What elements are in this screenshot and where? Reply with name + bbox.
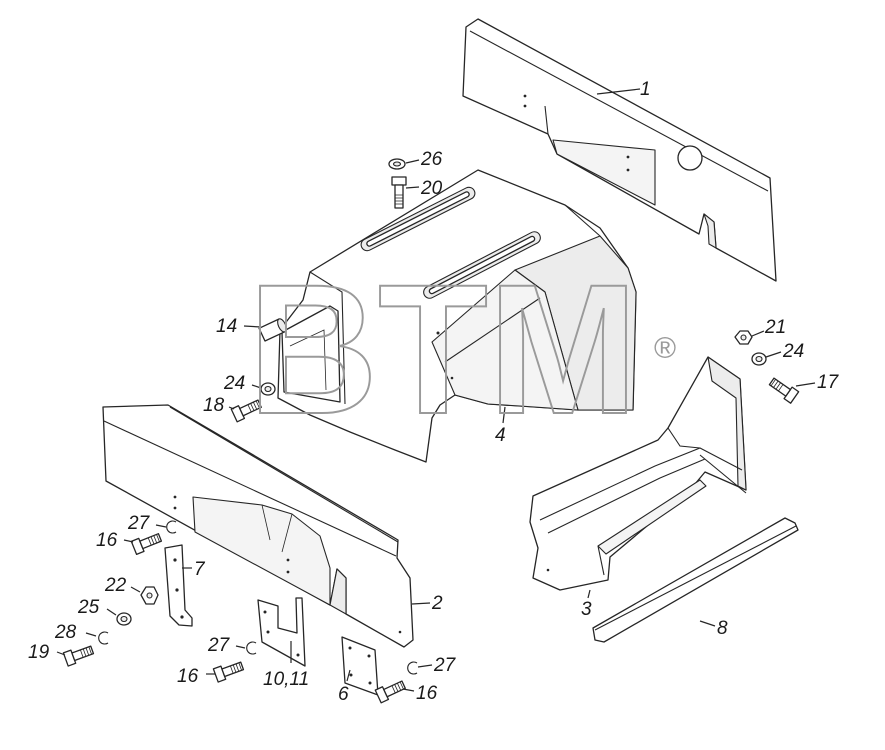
callout-10-11: 10,11 <box>263 669 309 690</box>
spring-washer-28 <box>98 631 109 645</box>
leader-line-27-bottom <box>235 645 246 649</box>
leader-line-4 <box>502 406 506 424</box>
washer-25 <box>116 612 132 626</box>
part-10-11-bracket <box>257 597 306 667</box>
callout-8: 8 <box>717 618 728 639</box>
washer-24-left <box>260 382 276 396</box>
bolt-16-bottom <box>212 661 245 683</box>
part-3-side-panel <box>529 356 747 591</box>
callout-26: 26 <box>420 149 443 170</box>
leader-line-18 <box>228 406 235 410</box>
leader-line-1 <box>596 88 641 95</box>
bolt-19 <box>62 645 95 667</box>
callout-6: 6 <box>338 684 349 705</box>
callout-20: 20 <box>420 178 443 199</box>
leader-line-24-right <box>765 351 782 358</box>
callout-22: 22 <box>104 575 127 596</box>
leader-lines <box>56 88 816 692</box>
leader-line-16-left <box>123 539 134 543</box>
leader-line-17 <box>795 382 816 387</box>
registered-mark: ® <box>654 332 676 365</box>
watermark: BTM ® <box>247 246 676 454</box>
callout-18: 18 <box>203 395 225 416</box>
leader-line-24-left <box>251 384 262 389</box>
callout-21: 21 <box>764 317 786 338</box>
leader-line-3 <box>587 589 591 599</box>
spring-washer-27-left <box>166 520 177 534</box>
callout-2: 2 <box>431 593 443 614</box>
leader-line-6 <box>346 669 351 682</box>
callout-28: 28 <box>54 622 77 643</box>
washer-24-right <box>751 352 767 366</box>
callout-1: 1 <box>640 79 651 100</box>
part-2-front-panel <box>102 404 414 648</box>
cover-slot-upper <box>360 186 476 252</box>
leader-line-14 <box>243 325 262 328</box>
leader-line-26 <box>405 159 420 164</box>
callout-7: 7 <box>194 559 206 580</box>
callout-16-right: 16 <box>416 683 438 704</box>
leader-line-16-right <box>402 688 415 692</box>
bolt-17 <box>768 377 800 404</box>
callout-24-left: 24 <box>223 373 245 394</box>
part-1-side-panel <box>462 18 777 282</box>
bolt-18 <box>230 399 262 423</box>
sleeve-14 <box>258 318 287 342</box>
leader-line-25 <box>106 608 117 616</box>
leader-line-8 <box>699 620 716 627</box>
cover-slot-lower <box>423 231 541 299</box>
callout-16-left: 16 <box>96 530 118 551</box>
leader-line-21 <box>751 330 765 337</box>
bolt-20 <box>391 176 407 209</box>
spring-washer-27-right <box>407 661 418 675</box>
callout-17: 17 <box>817 372 840 393</box>
part-8-plank <box>592 517 799 643</box>
callout-14: 14 <box>216 316 237 337</box>
part-4-cover <box>277 169 637 463</box>
leader-line-28 <box>85 632 97 637</box>
washer-26 <box>388 158 406 170</box>
bolt-16-left <box>130 533 163 556</box>
callout-16-bottom: 16 <box>177 666 199 687</box>
bolt-16-right <box>374 680 406 704</box>
callout-25: 25 <box>77 597 100 618</box>
leader-line-20 <box>405 186 420 189</box>
leader-line-27-right <box>417 664 433 668</box>
callout-27-bottom: 27 <box>207 635 231 656</box>
watermark-text: BTM <box>248 247 638 453</box>
callout-24-right: 24 <box>782 341 804 362</box>
nut-22 <box>140 586 159 605</box>
callout-3: 3 <box>581 599 592 620</box>
leader-line-19 <box>56 651 66 656</box>
callout-19: 19 <box>28 642 50 663</box>
callout-27-right: 27 <box>433 655 457 676</box>
leader-line-27-left <box>155 524 167 528</box>
leader-line-2 <box>411 602 431 605</box>
nut-21 <box>734 330 753 345</box>
leader-line-22 <box>130 586 141 593</box>
part-7-strap <box>164 544 193 627</box>
callout-labels: 1 26 20 4 14 24 18 21 24 17 27 16 7 22 2… <box>28 79 840 705</box>
callout-4: 4 <box>495 425 506 446</box>
spring-washer-27-bottom <box>246 641 257 655</box>
callout-27-left: 27 <box>127 513 151 534</box>
